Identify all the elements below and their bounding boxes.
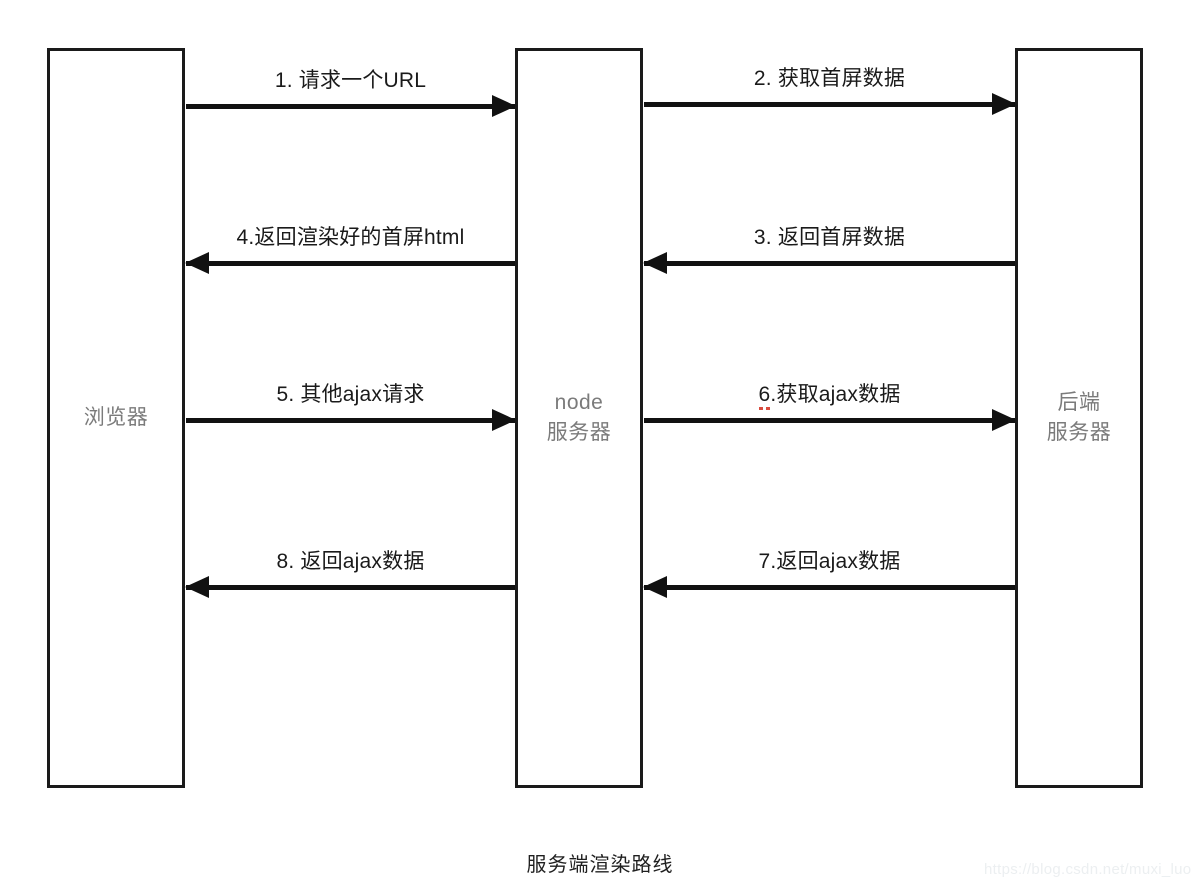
message-6-label-rest: 获取ajax数据	[776, 383, 901, 406]
message-4-line	[186, 261, 515, 266]
lifeline-backend-server-label: 后端 服务器	[1046, 390, 1112, 444]
lifeline-browser: 浏览器	[47, 48, 185, 788]
arrowhead-left-icon	[185, 252, 209, 274]
spellcheck-underline-marker: 6.	[758, 383, 777, 410]
lifeline-node-server-label: node 服务器	[546, 390, 612, 444]
message-8-line	[186, 585, 515, 590]
watermark: https://blog.csdn.net/muxi_luo	[984, 861, 1192, 878]
diagram-caption: 服务端渲染路线	[526, 854, 674, 876]
arrowhead-right-icon	[992, 93, 1016, 115]
lifeline-backend-server: 后端 服务器	[1015, 48, 1143, 788]
message-1-label: 1. 请求一个URL	[274, 69, 427, 92]
arrowhead-left-icon	[643, 252, 667, 274]
message-3-label: 3. 返回首屏数据	[753, 226, 906, 249]
lifeline-node-server: node 服务器	[515, 48, 643, 788]
arrowhead-right-icon	[992, 409, 1016, 431]
message-7-label: 7.返回ajax数据	[758, 550, 901, 573]
message-8-label: 8. 返回ajax数据	[276, 550, 425, 573]
lifeline-browser-label: 浏览器	[83, 405, 149, 429]
message-1-line	[186, 104, 515, 109]
arrowhead-right-icon	[492, 409, 516, 431]
arrowhead-right-icon	[492, 95, 516, 117]
message-6-line	[644, 418, 1015, 423]
arrowhead-left-icon	[185, 576, 209, 598]
message-3-line	[644, 261, 1015, 266]
message-2-line	[644, 102, 1015, 107]
message-4-label: 4.返回渲染好的首屏html	[236, 226, 465, 249]
message-6-label: 6.获取ajax数据	[644, 378, 1015, 410]
message-5-label: 5. 其他ajax请求	[276, 383, 425, 406]
message-2-label: 2. 获取首屏数据	[753, 67, 906, 90]
arrowhead-left-icon	[643, 576, 667, 598]
message-7-line	[644, 585, 1015, 590]
message-5-line	[186, 418, 515, 423]
